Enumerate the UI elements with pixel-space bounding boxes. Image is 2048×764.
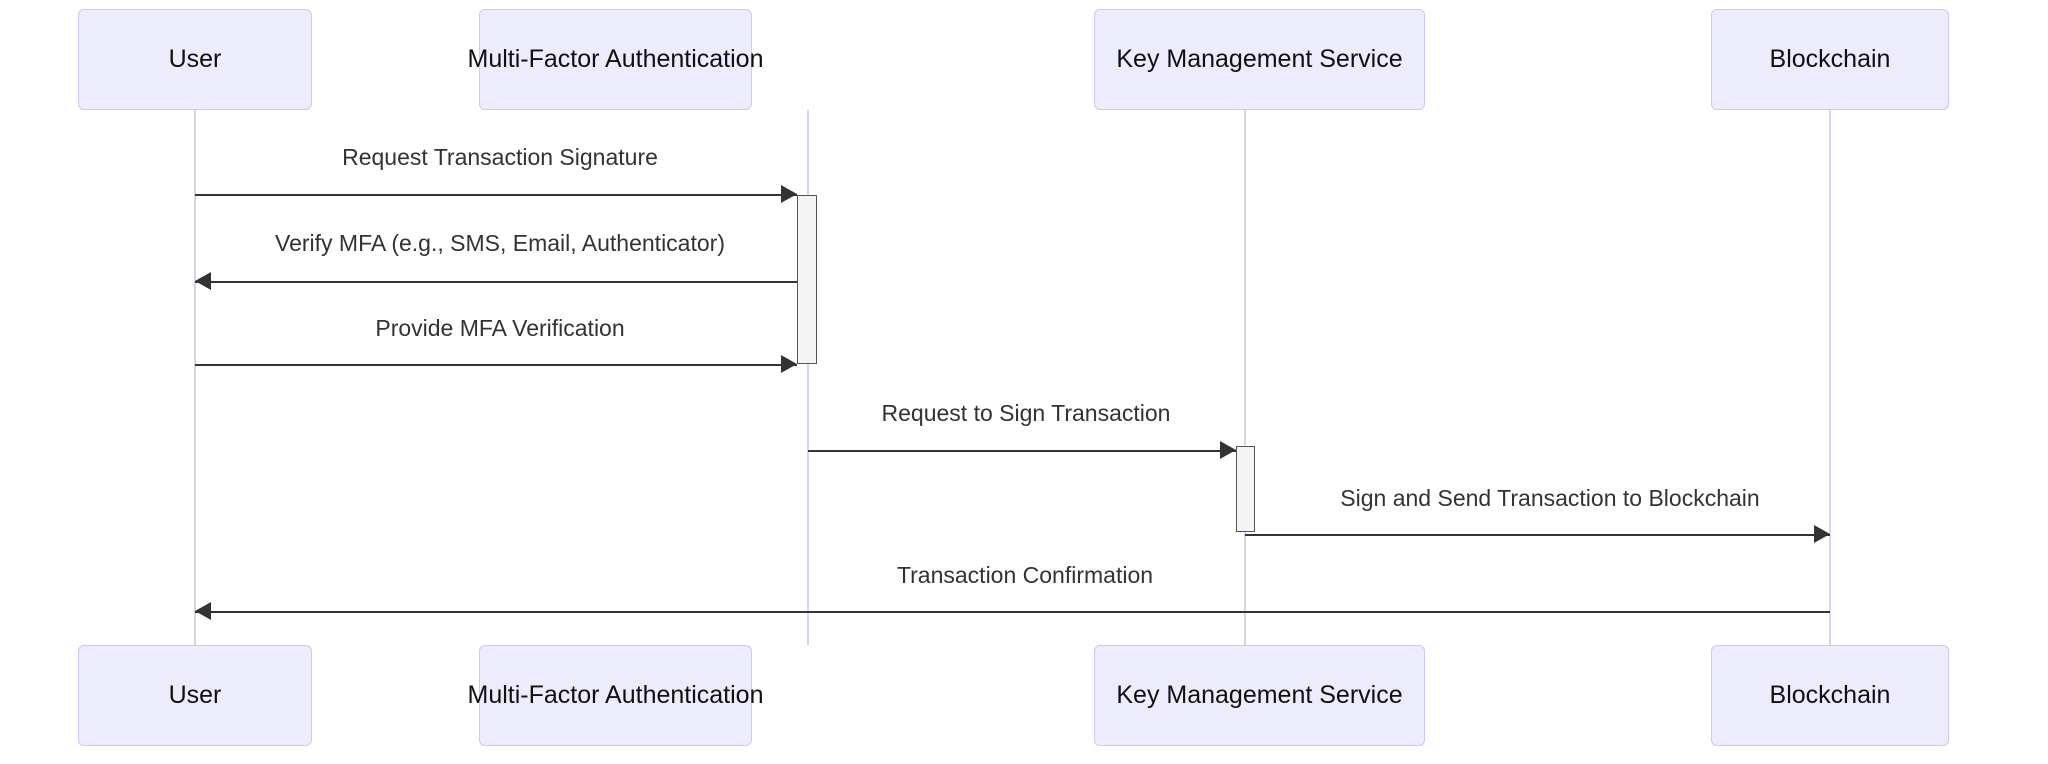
message-label-5: Sign and Send Transaction to Blockchain [1340,485,1760,511]
arrow-head-5 [1814,525,1830,543]
participant-box-mfa-bottom[interactable]: Multi-Factor Authentication [468,645,764,746]
message-line-6 [195,610,1830,614]
participant-label-blockchain: Blockchain [1769,681,1891,709]
participant-label-blockchain: Blockchain [1769,45,1891,73]
arrow-head-6 [195,602,211,620]
lifeline-mfa [806,110,810,645]
message-line-2 [195,280,797,284]
arrow-head-1 [781,185,797,203]
participant-label-user: User [168,45,222,73]
message-line-1 [195,193,797,197]
participant-label-mfa: Multi-Factor Authentication [467,681,764,709]
participant-box-mfa-top[interactable]: Multi-Factor Authentication [468,9,764,110]
message-label-2: Verify MFA (e.g., SMS, Email, Authentica… [275,230,725,256]
lifeline-user [193,110,197,645]
message-line-4 [808,449,1236,453]
lifeline-blockchain [1828,110,1832,645]
participant-label-mfa: Multi-Factor Authentication [467,45,764,73]
participant-box-kms-bottom[interactable]: Key Management Service [1094,645,1425,746]
message-label-6: Transaction Confirmation [896,562,1154,588]
message-line-5 [1245,533,1830,537]
participant-box-blockchain-bottom[interactable]: Blockchain [1711,645,1949,746]
lifeline-kms [1243,110,1247,645]
participant-box-user-bottom[interactable]: User [78,645,312,746]
participant-box-kms-top[interactable]: Key Management Service [1094,9,1425,110]
message-label-1: Request Transaction Signature [342,144,658,170]
activation-bar-mfa [797,195,817,364]
participant-label-kms: Key Management Service [1116,681,1403,709]
message-label-3: Provide MFA Verification [375,315,625,341]
participant-box-user-top[interactable]: User [78,9,312,110]
arrow-head-3 [781,355,797,373]
participant-box-blockchain-top[interactable]: Blockchain [1711,9,1949,110]
arrow-head-4 [1220,441,1236,459]
activation-bar-kms [1236,446,1255,532]
message-line-3 [195,363,797,367]
participant-label-user: User [168,681,222,709]
participant-label-kms: Key Management Service [1116,45,1403,73]
arrow-head-2 [195,272,211,290]
message-label-4: Request to Sign Transaction [881,400,1171,426]
